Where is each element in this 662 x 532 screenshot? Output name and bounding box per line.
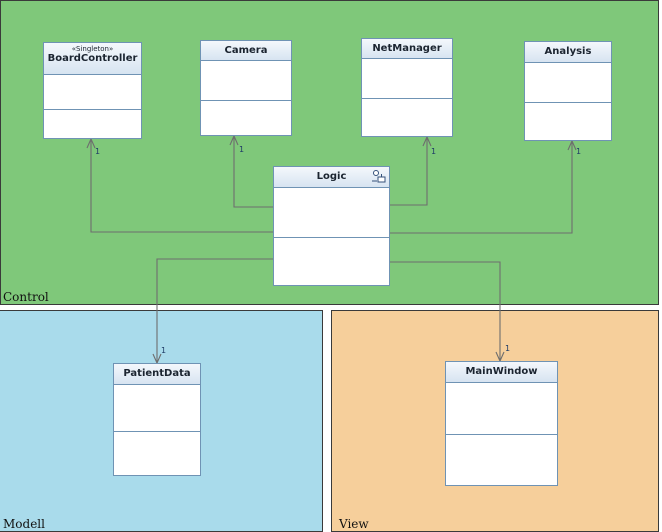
association-mainwindow	[390, 261, 501, 361]
class-stereotype: «Singleton»	[71, 45, 114, 53]
attributes-compartment	[201, 61, 291, 100]
operations-compartment	[201, 100, 291, 135]
class-name: PatientData	[123, 368, 191, 379]
operations-compartment	[114, 431, 200, 475]
attributes-compartment	[44, 75, 141, 109]
arrowhead	[422, 135, 432, 147]
arrowhead	[86, 137, 96, 149]
multiplicity-netmanager: 1	[431, 147, 437, 156]
class-name: Logic	[316, 171, 347, 182]
operations-compartment	[446, 434, 557, 485]
multiplicity-camera: 1	[239, 145, 245, 154]
association-camera	[233, 136, 274, 208]
multiplicity-analysis: 1	[576, 147, 582, 156]
class-analysis[interactable]: Analysis	[524, 41, 612, 141]
class-name: BoardController	[47, 53, 138, 64]
multiplicity-patientdata: 1	[161, 346, 167, 355]
attributes-compartment	[114, 385, 200, 431]
association-netmanager	[390, 137, 428, 206]
attributes-compartment	[274, 188, 389, 237]
arrowhead	[229, 134, 239, 146]
class-logic[interactable]: Logic	[273, 166, 390, 286]
multiplicity-mainwindow: 1	[505, 344, 511, 353]
operations-compartment	[44, 109, 141, 138]
multiplicity-boardcontroller: 1	[95, 147, 101, 156]
operations-compartment	[274, 237, 389, 285]
class-patientdata[interactable]: PatientData	[113, 363, 201, 476]
class-boardcontroller[interactable]: «Singleton» BoardController	[43, 42, 142, 139]
class-name: NetManager	[372, 43, 442, 54]
package-label: Modell	[3, 517, 45, 531]
arrowhead	[567, 139, 577, 151]
class-netmanager[interactable]: NetManager	[361, 38, 453, 137]
attributes-compartment	[446, 383, 557, 434]
association-patientdata	[156, 258, 274, 363]
package-label: View	[339, 517, 369, 531]
class-mainwindow[interactable]: MainWindow	[445, 361, 558, 486]
package-modell[interactable]: Modell	[0, 310, 323, 532]
association-analysis	[390, 141, 573, 234]
attributes-compartment	[525, 63, 611, 102]
package-label: Control	[3, 290, 49, 304]
class-name: Analysis	[544, 46, 592, 57]
class-camera[interactable]: Camera	[200, 40, 292, 136]
class-name: Camera	[224, 45, 268, 56]
operations-compartment	[362, 98, 452, 136]
association-boardcontroller	[90, 139, 274, 233]
active-class-icon	[372, 170, 386, 183]
attributes-compartment	[362, 59, 452, 98]
operations-compartment	[525, 102, 611, 140]
class-name: MainWindow	[465, 366, 538, 377]
